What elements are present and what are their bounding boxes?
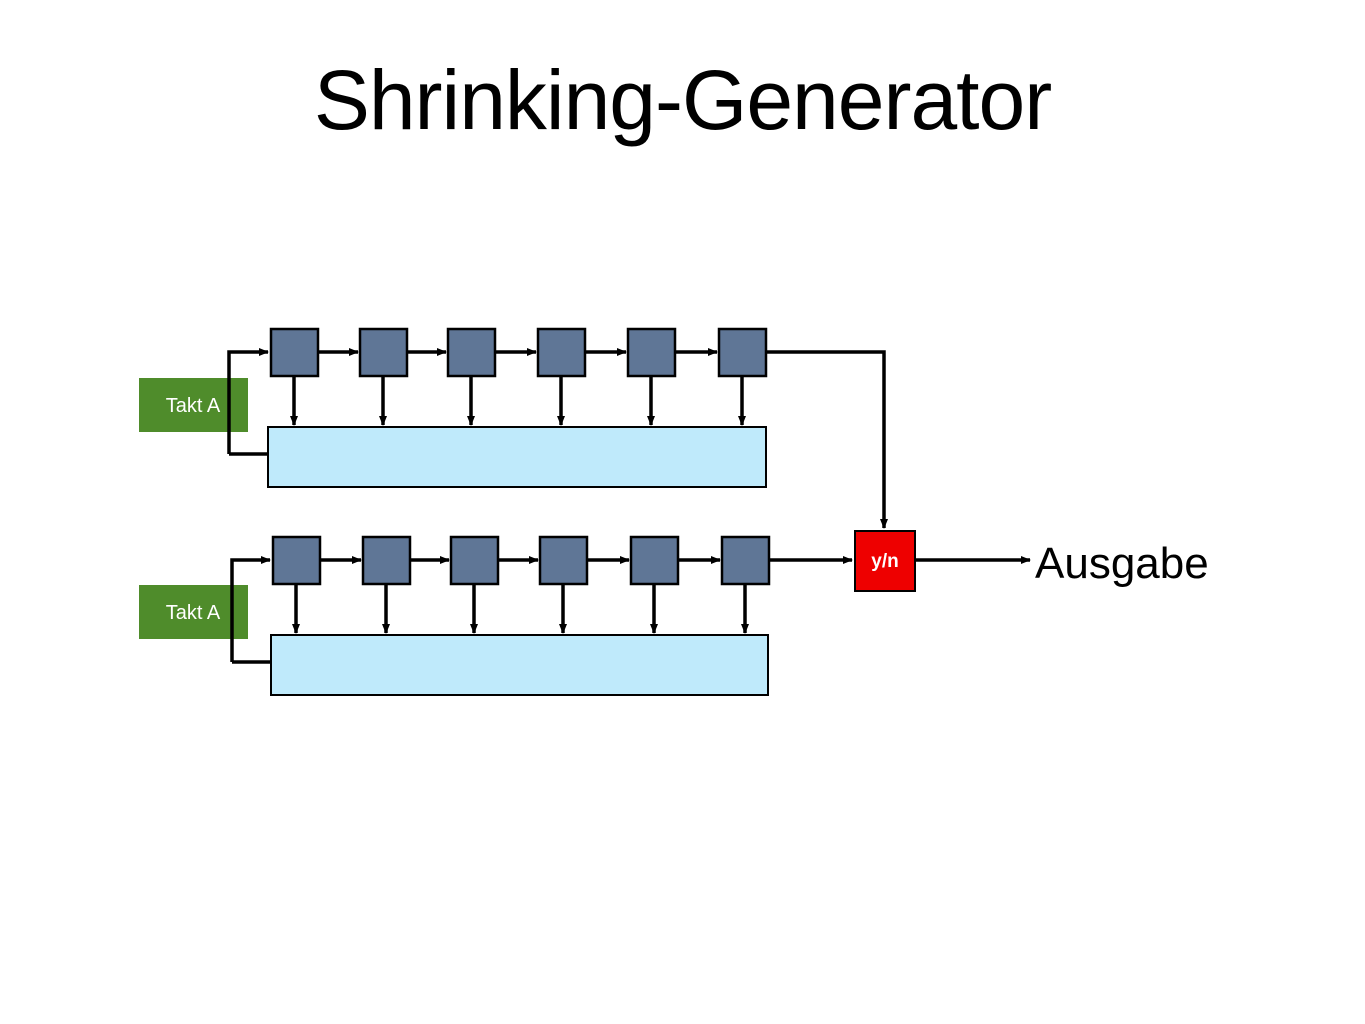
clock-wire-register-a <box>227 348 269 454</box>
register-cell <box>446 327 497 378</box>
register-cell <box>358 327 409 378</box>
diagram-title: Shrinking-Generator <box>313 53 1052 147</box>
control-wire-to-selector <box>766 350 888 529</box>
register-b-tap-arrows <box>292 584 749 634</box>
register-cell <box>717 327 768 378</box>
register-cell <box>720 535 771 586</box>
register-a: Takt A <box>139 327 888 529</box>
register-cell <box>629 535 680 586</box>
register-cell <box>536 327 587 378</box>
register-cell <box>449 535 500 586</box>
register-a-cells <box>269 327 768 378</box>
register-cell <box>626 327 677 378</box>
feedback-function-register-b <box>270 634 769 696</box>
clock-label-register-a: Takt A <box>166 395 221 417</box>
register-cell <box>271 535 322 586</box>
output-label: Ausgabe <box>1035 539 1209 588</box>
register-a-tap-arrows <box>290 376 746 426</box>
clock-wire-register-b <box>230 556 271 662</box>
clock-label-register-b: Takt A <box>166 602 221 624</box>
register-cell <box>538 535 589 586</box>
clock-box-register-b <box>139 585 248 639</box>
register-cell <box>361 535 412 586</box>
selector-label: y/n <box>871 551 898 572</box>
register-cell <box>269 327 320 378</box>
selector-box <box>854 530 916 592</box>
register-b-cells <box>271 535 771 586</box>
register-b: Takt A <box>139 535 853 696</box>
feedback-function-register-a <box>267 426 767 488</box>
